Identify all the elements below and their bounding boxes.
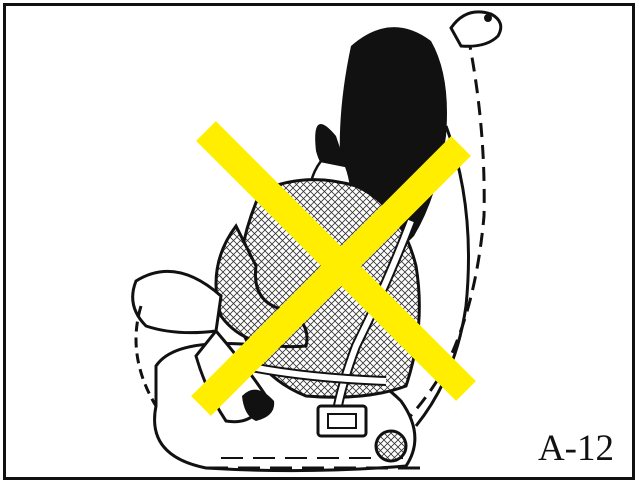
figure-code-label: A-12 <box>530 426 618 473</box>
figure-frame: A-12 <box>3 3 635 480</box>
headrest <box>451 12 501 46</box>
incorrect-seating-illustration <box>6 6 632 477</box>
